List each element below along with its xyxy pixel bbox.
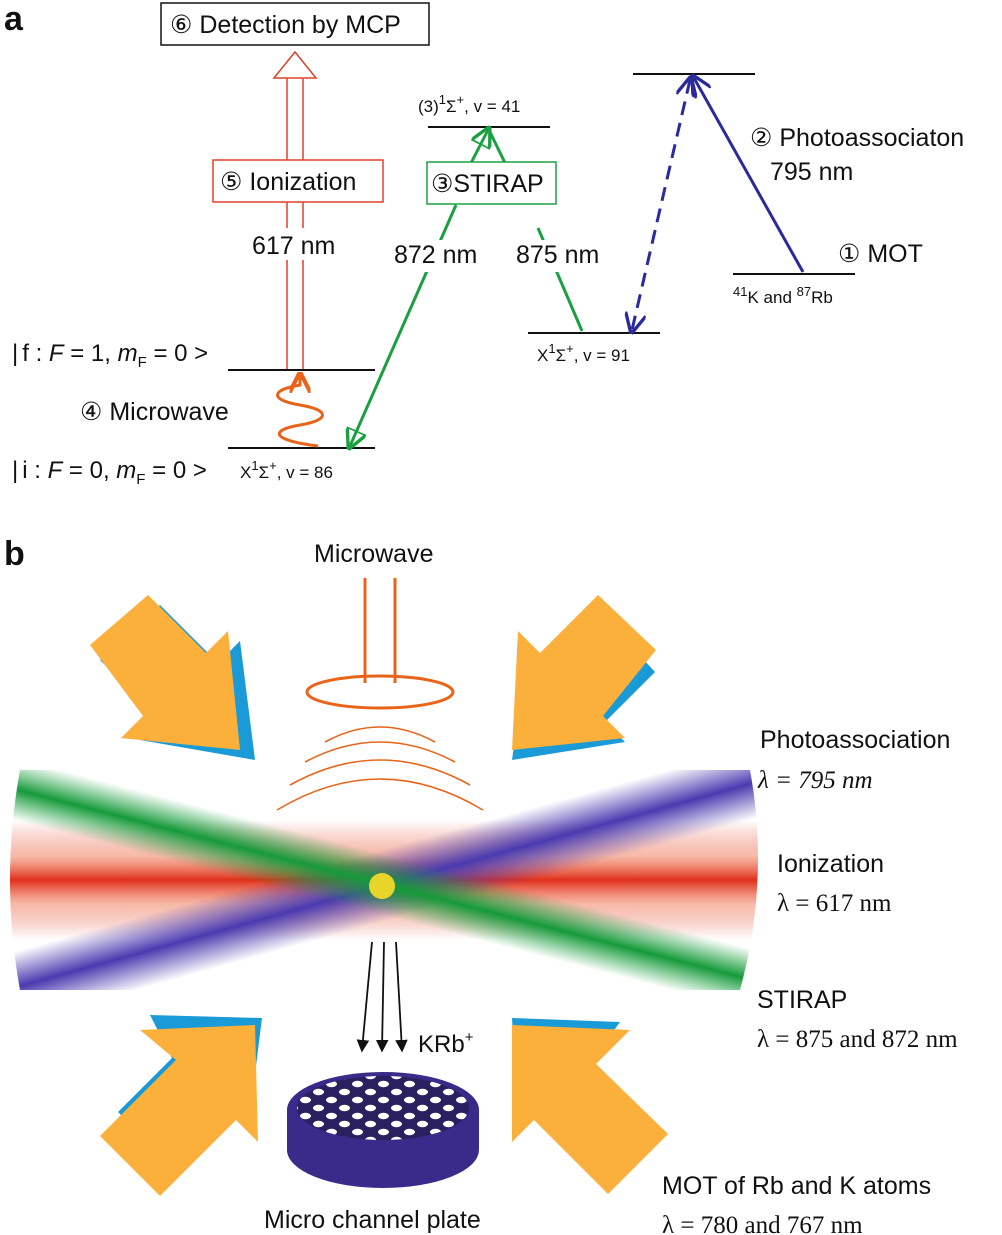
krb-ion-label: KRb+ <box>418 1029 474 1058</box>
level-v86-label: X1Σ+, v = 86 <box>240 458 333 482</box>
ionization-arrow <box>272 50 318 370</box>
microwave-waves <box>276 726 484 811</box>
ionization-wl-bg <box>248 228 348 260</box>
ionization-label: ⑤ Ionization <box>220 168 356 196</box>
stirap-872-arrow-top <box>468 130 488 166</box>
ionization-lambda: λ = 617 nm <box>777 890 892 917</box>
microwave-antenna <box>305 578 455 710</box>
level-v91-label: X1Σ+, v = 91 <box>537 341 630 365</box>
mot-arrow-top-left <box>90 595 255 760</box>
spontaneous-decay-arrow <box>632 80 690 330</box>
panel-b-label: b <box>4 535 25 573</box>
micro-channel-plate <box>287 1072 479 1188</box>
level-atoms-label: 41K and 87Rb <box>733 284 833 307</box>
photoassociation-beam-label: Photoassociation <box>760 726 950 754</box>
photoassociation-lambda: λ = 795 nm <box>757 767 873 794</box>
mot-arrow-bottom-right <box>512 1018 668 1194</box>
photoassociation-wavelength: 795 nm <box>770 158 853 186</box>
stirap-wavelength-875: 875 nm <box>516 241 599 269</box>
stirap-875-arrow-top <box>487 129 508 166</box>
mot-lambda: λ = 780 and 767 nm <box>662 1212 863 1235</box>
atom-cloud <box>369 873 395 899</box>
mcp-label: Micro channel plate <box>264 1206 481 1234</box>
microwave-wave-arrow <box>276 376 324 448</box>
stirap-beam-label: STIRAP <box>757 986 847 1014</box>
ionization-wavelength: 617 nm <box>252 232 335 260</box>
stirap-wavelength-872: 872 nm <box>394 241 477 269</box>
stirap-box <box>426 161 557 205</box>
panel-b: b <box>4 535 958 1235</box>
state-i-label: |i : F = 0, mF = 0 > <box>12 457 207 488</box>
mot-label: ① MOT <box>838 240 923 268</box>
microwave-title: Microwave <box>314 540 433 568</box>
level-v41-label: (3)1Σ+, v = 41 <box>418 92 520 116</box>
ion-arrows <box>356 941 408 1053</box>
ionization-beam-label: Ionization <box>777 850 884 878</box>
panel-a-label: a <box>4 0 24 38</box>
detection-box <box>160 2 430 46</box>
ionization-box <box>212 159 384 203</box>
stirap-label: ③STIRAP <box>431 170 544 198</box>
microwave-label: ④ Microwave <box>80 398 229 426</box>
stirap-lambda: λ = 875 and 872 nm <box>757 1026 958 1053</box>
detection-label: ⑥ Detection by MCP <box>170 11 401 39</box>
stirap-beam <box>10 770 758 990</box>
stirap-875-bg <box>512 240 612 272</box>
mot-atoms-label: MOT of Rb and K atoms <box>662 1172 931 1200</box>
photoassociation-arrow <box>694 78 805 273</box>
photoassociation-label: ② Photoassociaton <box>750 124 964 152</box>
state-f-label: |f : F = 1, mF = 0 > <box>12 340 208 371</box>
mot-arrow-bottom-left <box>100 1015 262 1196</box>
stirap-872-bg <box>390 240 490 272</box>
mot-arrow-top-right <box>512 595 656 760</box>
laser-beams <box>10 770 758 990</box>
panel-a: a ⑥ Detection by MCP ⑤ Ionization 617 nm… <box>4 0 964 488</box>
